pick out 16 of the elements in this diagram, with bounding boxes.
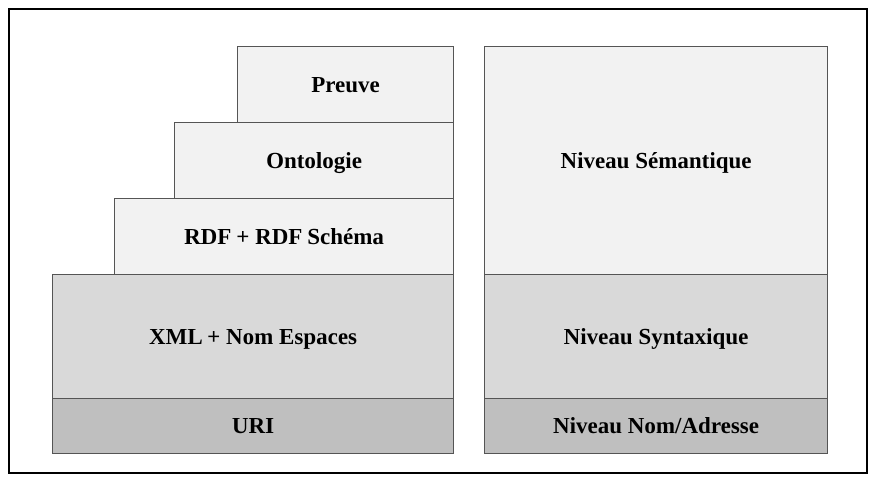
layer-label: Niveau Nom/Adresse [553, 413, 759, 439]
layer-label: Preuve [311, 72, 380, 98]
layer-box [484, 398, 828, 454]
layer-box [174, 122, 454, 199]
layer-box [52, 398, 454, 454]
layer-label: Niveau Syntaxique [564, 324, 748, 350]
layer-label: Niveau Sémantique [560, 148, 752, 174]
layer-box [484, 274, 828, 399]
layer-box [114, 198, 454, 275]
layer-box [484, 46, 828, 275]
layer-label: XML + Nom Espaces [149, 324, 357, 350]
layer-label: RDF + RDF Schéma [184, 224, 384, 250]
layer-box [237, 46, 454, 123]
layer-label: Ontologie [266, 148, 362, 174]
layer-box [52, 274, 454, 399]
layer-label: URI [232, 413, 274, 439]
